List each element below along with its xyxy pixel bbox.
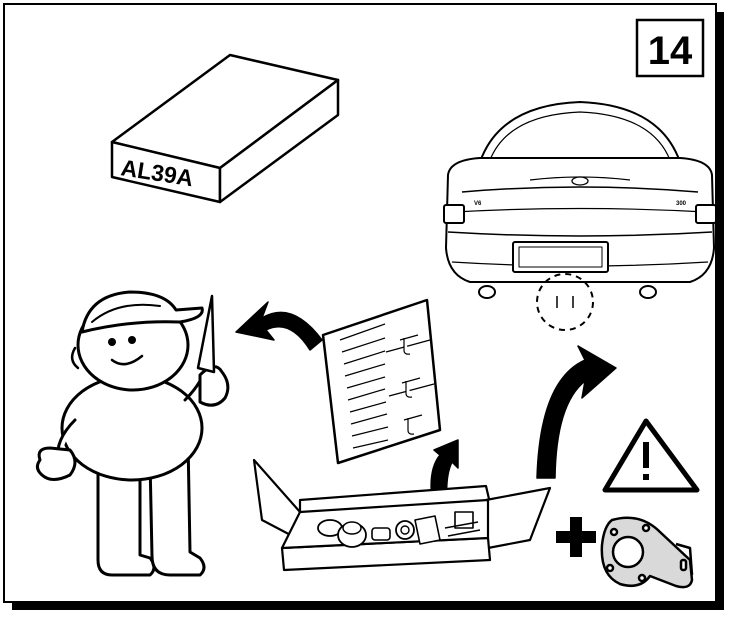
plus-icon	[556, 517, 596, 557]
license-plate	[512, 241, 609, 273]
car-badge-right: 300	[676, 201, 687, 207]
car-badge-left: V6	[474, 201, 482, 207]
product-box: AL39A	[110, 53, 340, 204]
step-number-box: 14	[635, 18, 705, 78]
open-parts-box	[252, 458, 552, 572]
step-number: 14	[648, 29, 693, 73]
arrow-to-mechanic	[235, 301, 323, 351]
warning-icon	[602, 418, 700, 493]
instruction-sheet	[321, 298, 442, 465]
tow-bar-location-circle	[536, 273, 594, 331]
socket-bracket-icon	[600, 516, 694, 589]
arrow-to-car	[536, 345, 617, 479]
mechanic-figure	[35, 290, 230, 577]
car-rear-illustration: V6 300	[443, 101, 717, 331]
